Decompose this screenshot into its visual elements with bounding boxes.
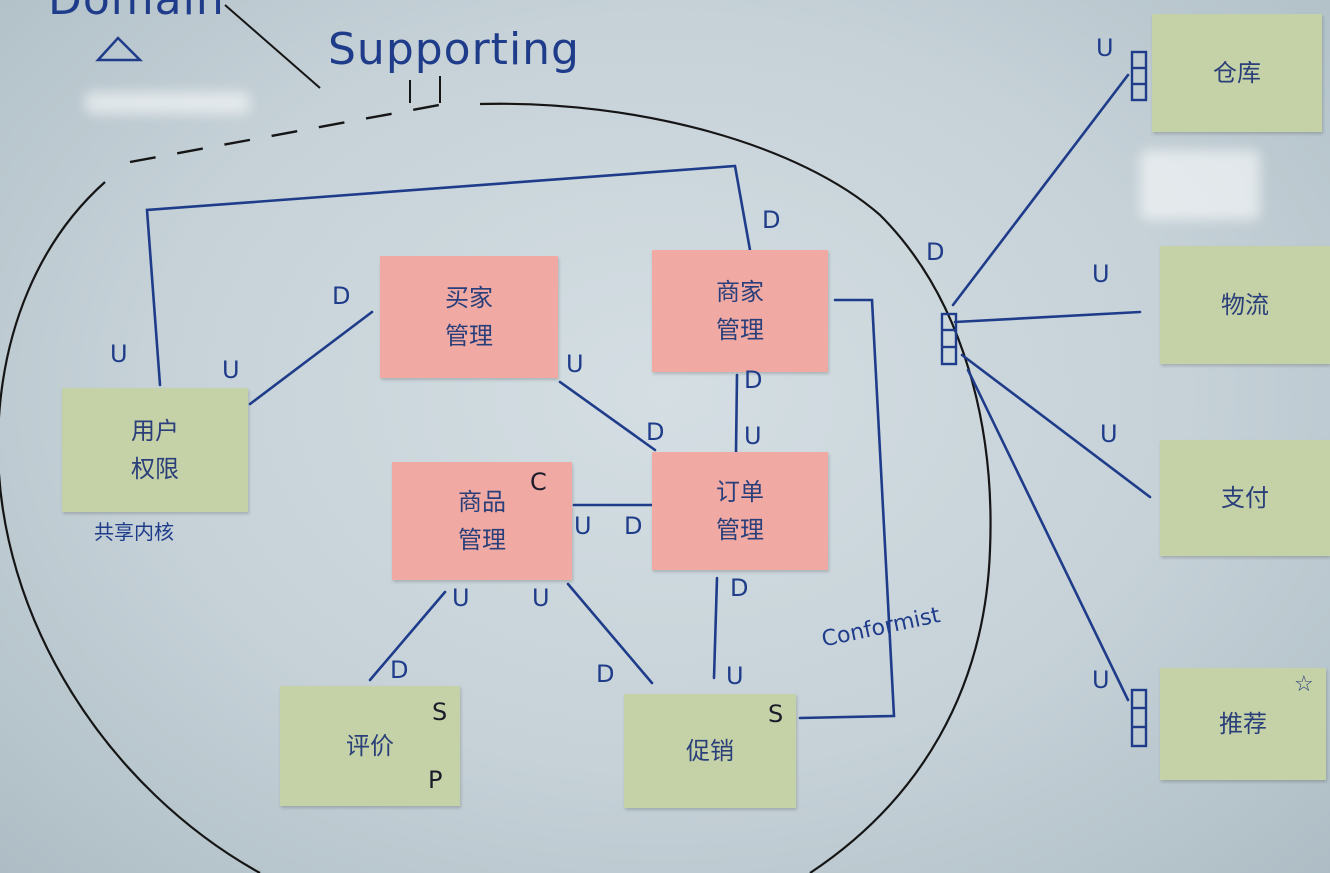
label-downstream: D [596, 660, 615, 688]
acl-box-warehouse [1130, 50, 1148, 102]
star-icon: ☆ [1294, 672, 1314, 697]
link-order-promotion [712, 576, 719, 680]
note-buyer-management: 买家 管理 [380, 256, 558, 378]
support-tag-promotion: S [768, 700, 784, 728]
acl-box-recommend [1130, 688, 1148, 748]
label-upstream: U [566, 350, 584, 378]
label-downstream: D [762, 206, 781, 234]
tag-p-review: P [428, 766, 443, 794]
label-downstream: D [730, 574, 749, 602]
note-payment: 支付 [1160, 440, 1330, 556]
link-warehouse [951, 73, 1130, 307]
acl-box-hub [940, 312, 958, 366]
note-recommendation: 推荐 [1160, 668, 1326, 780]
note-promotion: 促销 [624, 694, 796, 808]
label-downstream: D [332, 282, 351, 310]
supporting-label: Supporting [328, 24, 580, 75]
link-recommend [966, 368, 1130, 702]
label-downstream: D [390, 656, 409, 684]
glare-spot [1140, 150, 1260, 220]
note-product-management: 商品 管理 [392, 462, 572, 580]
core-tag: C [530, 468, 547, 496]
label-upstream: U [1096, 34, 1114, 62]
shared-kernel-caption: 共享内核 [94, 520, 174, 544]
note-user-permission: 用户 权限 [62, 388, 248, 512]
link-payment [960, 353, 1152, 499]
label-downstream: D [624, 512, 643, 540]
link-user-buyer [248, 310, 374, 406]
link-logistics [953, 310, 1142, 324]
label-downstream: D [926, 238, 945, 266]
label-upstream: U [1092, 666, 1110, 694]
link-product-review [368, 590, 447, 682]
note-seller-management: 商家 管理 [652, 250, 828, 372]
triangle-icon [95, 36, 144, 62]
glare-spot [85, 92, 250, 114]
link-buyer-order [558, 380, 657, 452]
label-upstream: U [726, 662, 744, 690]
link-user-seller [145, 164, 752, 387]
context-boundary [0, 181, 261, 873]
label-upstream: U [532, 584, 550, 612]
domain-slash [224, 4, 321, 89]
dashed-boundary [129, 101, 451, 164]
note-warehouse: 仓库 [1152, 14, 1322, 132]
support-tag-review: S [432, 698, 448, 726]
link-conformist [798, 298, 896, 720]
label-upstream: U [452, 584, 470, 612]
domain-label: Domain [48, 0, 225, 22]
label-downstream: D [646, 418, 665, 446]
label-upstream: U [574, 512, 592, 540]
note-logistics: 物流 [1160, 246, 1330, 364]
link-seller-order [734, 373, 739, 454]
label-upstream: U [1100, 420, 1118, 448]
link-product-promotion [566, 582, 654, 685]
context-boundary-top [479, 102, 992, 873]
note-review: 评价 [280, 686, 460, 806]
label-downstream: D [744, 366, 763, 394]
note-order-management: 订单 管理 [652, 452, 828, 570]
label-upstream: U [744, 422, 762, 450]
label-upstream: U [222, 356, 240, 384]
label-upstream: U [110, 340, 128, 368]
label-upstream: U [1092, 260, 1110, 288]
